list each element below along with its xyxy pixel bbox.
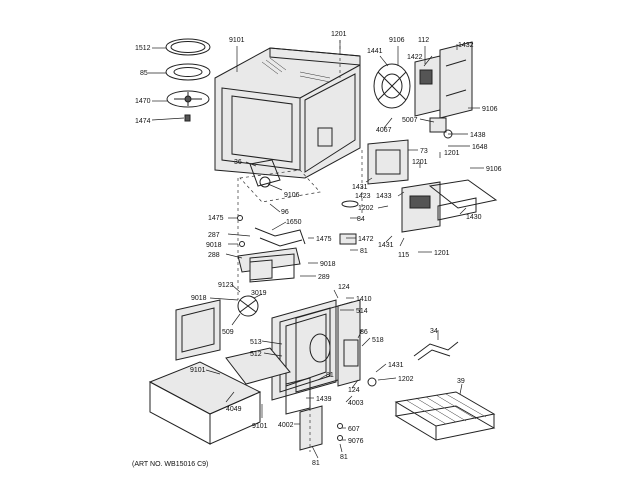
door-assembly-drawing	[271, 299, 361, 401]
part-label: 1431	[388, 362, 404, 369]
part-label: 5007	[402, 117, 418, 124]
part-label: 3019	[251, 290, 267, 297]
part-label: 81	[340, 454, 348, 461]
center-components-drawing	[237, 159, 359, 247]
part-label: 1202	[358, 205, 374, 212]
fan-motor-drawing	[373, 41, 473, 139]
part-label: 1201	[444, 150, 460, 157]
part-label: 124	[338, 284, 350, 291]
part-label: 1430	[466, 214, 482, 221]
part-label: 4002	[278, 422, 294, 429]
part-label: 9018	[191, 295, 207, 302]
part-label: 607	[348, 426, 360, 433]
part-label: 1431	[378, 242, 394, 249]
part-label: 9106	[482, 106, 498, 113]
part-label: 1648	[472, 144, 488, 151]
part-label: 4049	[226, 406, 242, 413]
part-label: 287	[208, 232, 220, 239]
part-label: 1201	[331, 31, 347, 38]
turntable-tray-drawing	[165, 38, 211, 122]
part-label: 9101	[252, 423, 268, 430]
transformer-drawing	[361, 139, 498, 233]
part-label: 518	[372, 337, 384, 344]
part-labels: 1512 85 1470 1474 9101 1201 9106 1441 11…	[135, 31, 502, 467]
part-label: 96	[281, 209, 289, 216]
part-label: 81	[326, 372, 334, 379]
part-label: 39	[457, 378, 465, 385]
part-label: 9106	[486, 166, 502, 173]
part-label: 86	[360, 329, 368, 336]
part-label: 115	[398, 252, 409, 259]
part-label: 9101	[190, 367, 206, 374]
part-label: 1423	[355, 193, 371, 200]
part-label: 4067	[376, 127, 392, 134]
part-label: 1410	[356, 296, 372, 303]
oven-cavity-drawing	[214, 40, 361, 300]
part-label: 9101	[229, 37, 245, 44]
part-label: 124	[348, 387, 360, 394]
part-label: 1201	[434, 250, 450, 257]
part-label: 512	[250, 351, 262, 358]
part-label: 1422	[407, 54, 423, 61]
part-label: 1202	[398, 376, 414, 383]
part-label: 1472	[358, 236, 374, 243]
part-label: 1441	[367, 48, 383, 55]
part-label: 81	[312, 460, 320, 467]
part-label: 85	[140, 70, 148, 77]
part-label: 1475	[208, 215, 224, 222]
part-label: 1475	[316, 236, 332, 243]
part-label: 289	[318, 274, 330, 281]
art-number-caption: (ART NO. WB15016 C9)	[132, 461, 208, 468]
part-label: 513	[250, 339, 262, 346]
part-label: 1431	[352, 184, 368, 191]
part-label: 84	[357, 216, 365, 223]
part-label: 1650	[286, 219, 302, 226]
part-label: 9018	[206, 242, 222, 249]
part-label: 1470	[135, 98, 151, 105]
part-label: 1438	[470, 132, 486, 139]
part-label: 73	[420, 148, 428, 155]
part-label: 81	[360, 248, 368, 255]
part-label: 9076	[348, 438, 364, 445]
part-label: 1432	[458, 42, 474, 49]
lower-components-drawing	[148, 295, 459, 452]
part-label: 1474	[135, 118, 151, 125]
duct-assembly-drawing	[237, 247, 301, 283]
part-label: 509	[222, 329, 234, 336]
part-label: 9106	[284, 192, 300, 199]
oven-rack-drawing	[394, 391, 496, 441]
part-label: 1439	[316, 396, 332, 403]
part-label: 112	[418, 37, 429, 44]
part-label: 1201	[412, 159, 428, 166]
part-label: 1433	[376, 193, 392, 200]
part-label: 34	[430, 328, 438, 335]
part-label: 4003	[348, 400, 364, 407]
part-label: 9106	[389, 37, 405, 44]
part-label: 9018	[320, 261, 336, 268]
part-label: 514	[356, 308, 368, 315]
part-label: 9123	[218, 282, 234, 289]
part-label: 36	[234, 159, 242, 166]
leader-lines	[148, 40, 484, 459]
part-label: 1512	[135, 45, 151, 52]
part-label: 288	[208, 252, 220, 259]
